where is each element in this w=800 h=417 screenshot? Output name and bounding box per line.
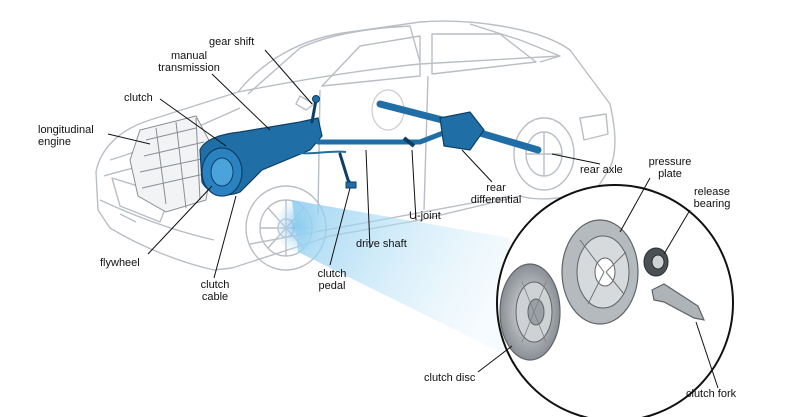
leader-release-bearing (663, 209, 691, 255)
leader-u-joint (411, 149, 417, 221)
leader-rear-axle (551, 153, 601, 165)
clutch-disc-part (499, 263, 561, 361)
label-clutch-disc: clutch disc (424, 372, 476, 384)
flywheel-face (210, 157, 234, 187)
longitudinal-engine (129, 115, 215, 213)
leader-drive-shaft (365, 149, 371, 249)
pressure-plate-part (561, 219, 639, 325)
gear-shift-knob (312, 95, 320, 103)
windshield (247, 25, 421, 95)
leader-lines (107, 49, 719, 389)
leader-pressure-plate (619, 177, 651, 233)
label-manual-transmission: manual transmission (158, 50, 220, 74)
side-window-rear (431, 33, 537, 75)
side-window-front (321, 35, 421, 87)
clutch-pedal-pad (345, 181, 357, 189)
clutch-fork-part (651, 283, 706, 321)
label-drive-shaft: drive shaft (356, 238, 407, 250)
label-pressure-plate: pressure plate (648, 156, 692, 180)
rear-differential (439, 111, 485, 151)
leader-rear-differential (461, 149, 493, 183)
label-clutch-pedal: clutch pedal (317, 268, 347, 292)
leader-clutch (159, 98, 227, 147)
roof-line (237, 55, 561, 93)
rear-light (579, 113, 609, 141)
leader-longitudinal-engine (107, 133, 151, 145)
leader-gear-shift (264, 49, 313, 105)
label-clutch-cable: clutch cable (200, 279, 230, 303)
u-joint (402, 136, 416, 148)
door-line-rear (423, 75, 429, 211)
label-gear-shift: gear shift (209, 36, 255, 48)
bumper (99, 199, 215, 241)
rear-window (469, 23, 561, 63)
drivetrain (199, 95, 542, 197)
label-release-bearing: release bearing (693, 186, 731, 210)
label-u-joint: U-joint (409, 210, 441, 222)
rear-wheel (513, 117, 575, 191)
label-flywheel: flywheel (100, 257, 140, 269)
leader-manual-transmission (211, 73, 271, 131)
leader-clutch-disc (477, 345, 513, 373)
label-rear-axle: rear axle (580, 164, 623, 176)
label-clutch: clutch (124, 92, 153, 104)
gear-shift-lever (310, 98, 318, 124)
spotlight-beam (276, 200, 512, 358)
clutch-closeup (496, 184, 734, 417)
release-bearing-part (643, 247, 669, 277)
clutch-cable (295, 150, 347, 155)
leader-clutch-cable (213, 195, 237, 279)
leader-flywheel (147, 185, 213, 255)
fog-lamp (119, 213, 137, 223)
car-silhouette (95, 20, 616, 271)
clutch-pedal-arm (338, 152, 354, 188)
leader-clutch-fork (695, 321, 719, 389)
label-clutch-fork: clutch fork (686, 388, 737, 400)
leader-clutch-pedal (329, 187, 351, 266)
label-rear-differential: rear differential (470, 182, 522, 206)
label-longitudinal-engine: longitudinal engine (38, 124, 94, 148)
rear-axle-left (376, 100, 454, 126)
